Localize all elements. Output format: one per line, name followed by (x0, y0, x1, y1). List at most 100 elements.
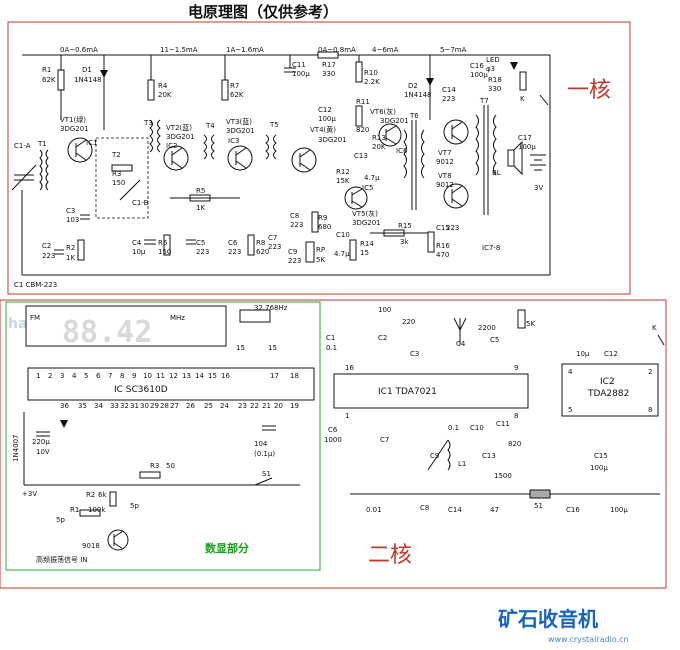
svg-text:15: 15 (360, 249, 369, 257)
svg-text:5K: 5K (316, 256, 325, 264)
svg-text:C10: C10 (336, 231, 350, 239)
svg-text:IC1: IC1 (86, 139, 97, 147)
svg-text:51: 51 (534, 502, 543, 510)
svg-text:7: 7 (108, 372, 112, 380)
svg-text:1500: 1500 (494, 472, 512, 480)
svg-text:13: 13 (182, 372, 191, 380)
svg-text:K: K (652, 324, 657, 332)
svg-text:1K: 1K (196, 204, 205, 212)
svg-text:C5: C5 (196, 239, 205, 247)
svg-text:0.1: 0.1 (326, 344, 337, 352)
svg-text:100μ: 100μ (590, 464, 608, 472)
svg-text:32.768Hz: 32.768Hz (254, 304, 288, 312)
svg-text:1K: 1K (66, 254, 75, 262)
ic-sc3610d-label: IC SC3610D (114, 385, 168, 395)
svg-text:R17: R17 (322, 61, 336, 69)
svg-text:62K: 62K (42, 76, 56, 84)
svg-text:36: 36 (60, 402, 69, 410)
svg-text:10μ: 10μ (132, 248, 146, 256)
svg-text:C13: C13 (354, 152, 368, 160)
svg-text:25: 25 (204, 402, 213, 410)
svg-text:C1-A: C1-A (14, 142, 31, 150)
svg-text:(0.1μ): (0.1μ) (254, 450, 275, 458)
svg-text:223: 223 (42, 252, 55, 260)
svg-text:29: 29 (150, 402, 159, 410)
lcd-digits: 88.42 (62, 315, 152, 350)
svg-text:VT6(灰): VT6(灰) (370, 107, 396, 116)
svg-text:K: K (520, 95, 525, 103)
svg-text:IC2: IC2 (166, 142, 177, 150)
svg-text:10μ: 10μ (576, 350, 590, 358)
svg-text:3DG201: 3DG201 (318, 136, 347, 144)
svg-text:φ3: φ3 (486, 65, 495, 73)
core1-frame (7, 21, 631, 295)
svg-text:R1: R1 (42, 66, 51, 74)
svg-text:100μ: 100μ (610, 506, 628, 514)
svg-text:47: 47 (490, 506, 499, 514)
svg-text:8: 8 (648, 406, 652, 414)
svg-text:62K: 62K (230, 91, 244, 99)
current-4: 0A~0.8mA (318, 46, 356, 54)
svg-text:223: 223 (446, 224, 459, 232)
svg-text:VT7: VT7 (438, 149, 452, 157)
svg-text:30: 30 (140, 402, 149, 410)
svg-text:C12: C12 (318, 106, 332, 114)
svg-text:T6: T6 (409, 112, 419, 120)
svg-text:C7: C7 (268, 234, 277, 242)
svg-text:33: 33 (110, 402, 119, 410)
svg-text:T5: T5 (269, 121, 279, 129)
svg-text:16: 16 (345, 364, 354, 372)
svg-text:3: 3 (60, 372, 64, 380)
svg-text:8: 8 (514, 412, 518, 420)
svg-text:FM: FM (30, 314, 40, 322)
svg-text:IC5: IC5 (362, 184, 373, 192)
svg-text:R1: R1 (70, 506, 79, 514)
svg-text:3DG201: 3DG201 (226, 127, 255, 135)
svg-text:R18: R18 (488, 76, 502, 84)
svg-text:VT8: VT8 (438, 172, 452, 180)
svg-text:1: 1 (36, 372, 40, 380)
svg-text:VT5(灰): VT5(灰) (352, 209, 378, 218)
svg-text:223: 223 (288, 257, 301, 265)
svg-text:T2: T2 (111, 151, 121, 159)
svg-text:223: 223 (442, 95, 455, 103)
brand-name: 矿石收音机 (498, 607, 598, 631)
svg-text:R11: R11 (356, 98, 370, 106)
svg-text:15K: 15K (336, 177, 350, 185)
svg-text:R4: R4 (158, 82, 168, 90)
svg-text:14: 14 (195, 372, 204, 380)
svg-text:LED: LED (486, 56, 500, 64)
svg-text:223: 223 (196, 248, 209, 256)
svg-text:C4: C4 (132, 239, 142, 247)
svg-text:15: 15 (268, 344, 277, 352)
ic-tda7021-label: IC1 TDA7021 (378, 387, 437, 397)
svg-text:24: 24 (220, 402, 229, 410)
svg-text:C8: C8 (420, 504, 429, 512)
svg-text:20K: 20K (158, 91, 172, 99)
svg-text:18: 18 (290, 372, 299, 380)
svg-text:9: 9 (514, 364, 518, 372)
svg-text:3k: 3k (400, 238, 409, 246)
ic-tda2882-label: TDA2882 (587, 389, 629, 399)
svg-text:MHz: MHz (170, 314, 185, 322)
core2-frame (0, 299, 667, 589)
svg-text:26: 26 (186, 402, 195, 410)
svg-text:21: 21 (262, 402, 271, 410)
display-label: 数显部分 (205, 541, 249, 555)
svg-text:C13: C13 (482, 452, 496, 460)
svg-text:20K: 20K (372, 143, 386, 151)
svg-text:9: 9 (132, 372, 136, 380)
page-title: 电原理图（仅供参考） (188, 3, 338, 21)
svg-text:100k: 100k (88, 506, 106, 514)
svg-text:VT1(绿): VT1(绿) (60, 115, 86, 124)
core2-label: 二核 (368, 543, 412, 568)
svg-text:T7: T7 (479, 97, 489, 105)
svg-text:R2: R2 (66, 244, 75, 252)
svg-text:104: 104 (254, 440, 268, 448)
svg-text:27: 27 (170, 402, 179, 410)
svg-text:C9: C9 (288, 248, 297, 256)
svg-text:6k: 6k (98, 491, 107, 499)
svg-text:17: 17 (270, 372, 279, 380)
svg-text:C1 CBM-223: C1 CBM-223 (14, 281, 57, 289)
svg-text:34: 34 (94, 402, 103, 410)
